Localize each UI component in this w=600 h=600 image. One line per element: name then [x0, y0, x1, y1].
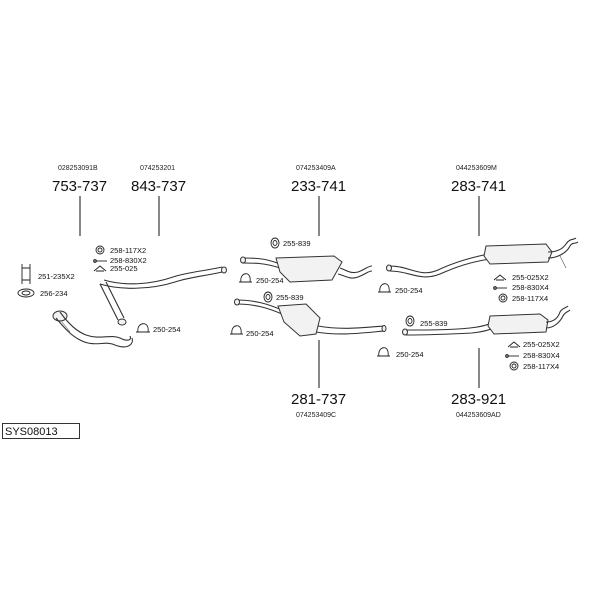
mid2-part-1[interactable]: 255-839 — [276, 293, 304, 302]
hanger-icon — [507, 341, 521, 348]
front-part-6[interactable]: 250-254 — [153, 325, 181, 334]
rear1-part-3[interactable]: 258-830X4 — [512, 283, 549, 292]
oem-281: 074253409C — [296, 412, 336, 419]
front-part-3[interactable]: 255-025 — [110, 264, 138, 273]
rubber-hanger-icon — [263, 291, 273, 303]
oem-233: 074253409A — [296, 165, 336, 172]
u-clamp-icon — [136, 323, 150, 333]
u-clamp-icon — [377, 347, 390, 357]
mid2-part-2[interactable]: 250-254 — [246, 329, 274, 338]
rear-silencer-283b[interactable] — [402, 305, 571, 336]
hanger-icon — [493, 274, 507, 281]
rear-silencer-283a[interactable] — [386, 237, 579, 278]
oem-843: 074253201 — [140, 165, 175, 172]
rear2-part-4[interactable]: 258-830X4 — [523, 351, 560, 360]
u-clamp-icon — [230, 325, 243, 335]
oem-283b: 044253609AD — [456, 412, 501, 419]
middle-silencer-233[interactable] — [240, 255, 373, 283]
oem-283a: 044253609M — [456, 165, 497, 172]
front-part-5[interactable]: 256-234 — [40, 289, 68, 298]
u-clamp-icon — [239, 273, 252, 283]
part-283b[interactable]: 283-921 — [451, 391, 506, 408]
rubber-hanger-icon — [270, 237, 280, 249]
hanger-icon — [93, 265, 107, 272]
clamp-ring-icon — [498, 293, 508, 303]
front-part-1[interactable]: 258-117X2 — [110, 246, 146, 255]
rubber-hanger-icon — [405, 315, 415, 327]
part-283a[interactable]: 283-741 — [451, 178, 506, 195]
middle-silencer-281[interactable] — [234, 298, 387, 337]
clamp-ring-icon — [95, 245, 105, 255]
rear1-part-1[interactable]: 250-254 — [395, 286, 423, 295]
front-part-2[interactable]: 258-830X2 — [110, 256, 147, 265]
rear2-part-3[interactable]: 255-025X2 — [523, 340, 560, 349]
front-pipe-843[interactable] — [99, 266, 227, 326]
mid1-part-1[interactable]: 255-839 — [283, 239, 311, 248]
rear1-part-4[interactable]: 258-117X4 — [512, 294, 548, 303]
rear2-part-5[interactable]: 258-117X4 — [523, 362, 559, 371]
clamp-ring-icon — [509, 361, 519, 371]
front-part-4[interactable]: 251-235X2 — [38, 272, 75, 281]
rear2-part-2[interactable]: 250-254 — [396, 350, 424, 359]
part-843[interactable]: 843-737 — [131, 178, 186, 195]
part-753[interactable]: 753-737 — [52, 178, 107, 195]
rear1-part-2[interactable]: 255-025X2 — [512, 273, 549, 282]
front-downpipe[interactable] — [52, 310, 133, 348]
ring-gasket-icon — [17, 288, 35, 298]
part-281[interactable]: 281-737 — [291, 391, 346, 408]
gasket-icon — [21, 264, 31, 284]
u-clamp-icon — [378, 283, 391, 293]
diagram-code-label: SYS08013 — [2, 423, 80, 439]
part-233[interactable]: 233-741 — [291, 178, 346, 195]
mid1-part-2[interactable]: 250-254 — [256, 276, 284, 285]
oem-753: 028253091B — [58, 165, 98, 172]
rear2-part-1[interactable]: 255-839 — [420, 319, 448, 328]
